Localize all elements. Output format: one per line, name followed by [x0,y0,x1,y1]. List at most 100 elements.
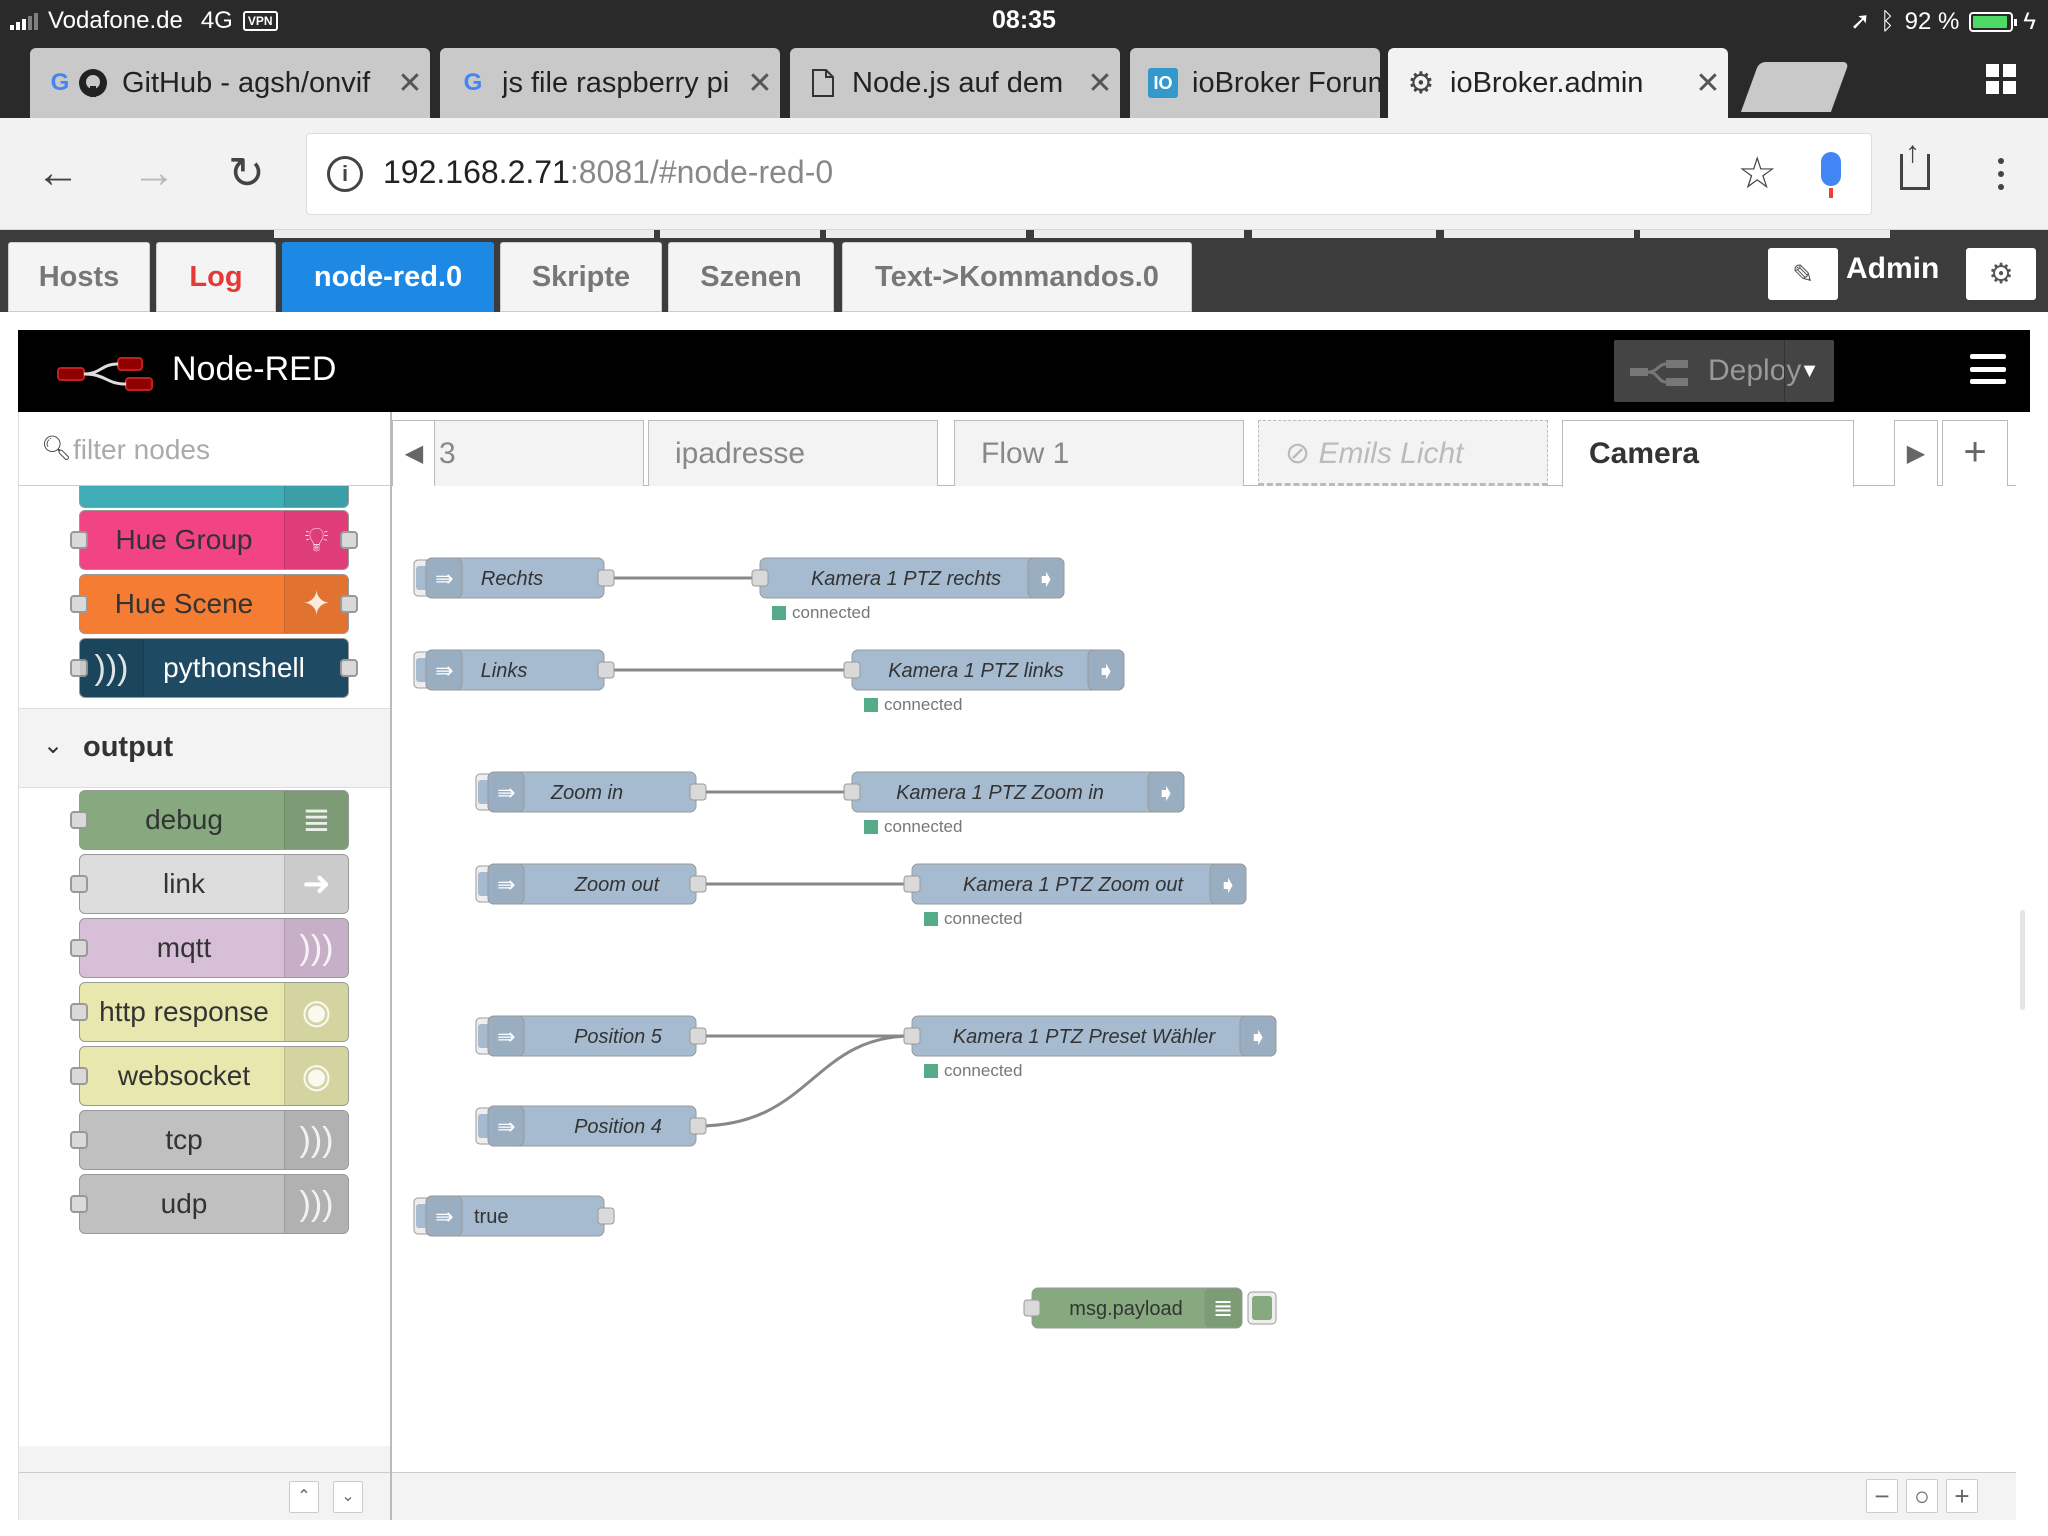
browser-tab-iobroker-admin[interactable]: ⚙ ioBroker.admin ✕ [1388,48,1728,118]
iobroker-tab-szenen[interactable]: Szenen [668,242,834,312]
reload-icon[interactable]: ↻ [228,149,265,198]
deploy-button[interactable]: Deploy ▼ [1614,340,1834,402]
info-icon[interactable]: i [327,156,363,192]
iobroker-tab-node-red[interactable]: node-red.0 [282,242,494,312]
camera-node-rechts[interactable]: ➧ Kamera 1 PTZ rechts connected [751,557,1065,622]
flow-tab-camera[interactable]: Camera [1562,420,1854,487]
close-tab-icon[interactable]: ✕ [397,66,423,100]
inject-node-position-4[interactable]: ⇛ Position 4 [475,1105,707,1147]
filter-nodes-input[interactable]: filter nodes [73,434,210,465]
palette-node-debug[interactable]: debug ≣ [70,790,349,850]
tab-switcher-icon[interactable] [1986,64,2016,94]
node-red-title: Node-RED [172,350,337,388]
scroll-left-icon[interactable]: ◀ [392,420,436,486]
page-scrollbar[interactable] [2020,910,2025,1010]
zoom-out-icon[interactable]: − [1866,1479,1898,1513]
palette-node-partial[interactable] [79,486,349,508]
flow-tab-emils-licht[interactable]: ⊘ Emils Licht [1258,420,1548,486]
inject-icon: ⇛ [497,872,515,897]
inject-node-zoom-in[interactable]: ⇛ Zoom in [475,771,707,813]
inject-node-rechts[interactable]: ⇛ Rechts [413,557,615,599]
globe-icon: ◉ [284,1047,348,1105]
gear-icon: ⚙ [1407,66,1435,100]
user-label: Admin [1846,252,1940,285]
inject-node-links[interactable]: ⇛ Links [413,649,615,691]
palette-node-hue-scene[interactable]: Hue Scene ✦ [70,574,358,634]
palette-category-output[interactable]: ⌄ output [19,708,390,788]
arrow-right-icon: ➧ [1156,780,1176,807]
zoom-reset-icon[interactable]: ○ [1906,1479,1938,1513]
node-label: Kamera 1 PTZ Zoom in [896,782,1104,804]
camera-node-zoom-out[interactable]: ➧ Kamera 1 PTZ Zoom out connected [903,863,1247,928]
add-flow-button[interactable]: + [1942,420,2008,486]
browser-tab-github[interactable]: G GitHub - agsh/onvif ✕ [30,48,430,118]
palette-node-websocket[interactable]: websocket ◉ [70,1046,349,1106]
camera-node-zoom-in[interactable]: ➧ Kamera 1 PTZ Zoom in connected [843,771,1185,836]
palette-node-link[interactable]: link ➜ [70,854,349,914]
more-menu-icon[interactable] [1998,158,2004,190]
flow-tab-ipadresse[interactable]: ipadresse [648,420,938,486]
node-label: Links [481,660,528,682]
deploy-dropdown-icon[interactable]: ▼ [1784,340,1834,402]
zoom-in-icon[interactable]: + [1946,1479,1978,1513]
palette-node-udp[interactable]: udp ))) [70,1174,349,1234]
ios-status-bar: Vodafone.de 4G VPN 08:35 ➚ ᛒ 92 % ϟ [0,0,2048,40]
browser-tab-iobroker-forum[interactable]: IO ioBroker Forum [1130,48,1380,118]
palette-list[interactable]: Hue Group 💡︎ Hue Scene ✦ ))) pythonshell… [19,486,390,1446]
url-text[interactable]: 192.168.2.71:8081/#node-red-0 [383,154,834,190]
clock: 08:35 [992,6,1056,34]
vpn-badge: VPN [242,11,278,31]
flow-canvas[interactable]: ⇛ Rechts ⇛ Links ⇛ Zoom in [392,486,2016,1472]
flow-tab-3[interactable]: 3 [434,420,644,486]
browser-tab-raspberry[interactable]: G js file raspberry pi ✕ [440,48,780,118]
workspace-footer: − ○ + [392,1472,2016,1520]
main-menu-icon[interactable] [1970,354,2006,384]
camera-node-links[interactable]: ➧ Kamera 1 PTZ links connected [843,649,1125,714]
inject-node-position-5[interactable]: ⇛ Position 5 [475,1015,707,1057]
camera-node-preset[interactable]: ➧ Kamera 1 PTZ Preset Wähler connected [903,1015,1277,1080]
arrow-right-icon: ➧ [1096,658,1116,685]
palette-node-tcp[interactable]: tcp ))) [70,1110,349,1170]
github-icon [78,68,108,98]
inject-node-zoom-out[interactable]: ⇛ Zoom out [475,863,707,905]
palette-node-http-response[interactable]: http response ◉ [70,982,349,1042]
palette-node-mqtt[interactable]: mqtt ))) [70,918,349,978]
iobroker-tab-hosts[interactable]: Hosts [8,242,150,312]
close-tab-icon[interactable]: ✕ [1087,66,1113,100]
palette-node-pythonshell[interactable]: ))) pythonshell [70,638,358,698]
iobroker-tab-skripte[interactable]: Skripte [500,242,662,312]
lightbulb-icon: 💡︎ [284,511,348,569]
debug-node-msg-payload[interactable]: ≣ msg.payload [1023,1287,1277,1329]
address-bar[interactable]: i 192.168.2.71:8081/#node-red-0 ☆ [306,133,1872,215]
microphone-icon[interactable] [1821,152,1841,198]
browser-tab-nodejs[interactable]: Node.js auf dem ✕ [790,48,1120,118]
iobroker-tab-text-kommandos[interactable]: Text->Kommandos.0 [842,242,1192,312]
node-label: Kamera 1 PTZ links [888,660,1064,682]
forward-icon[interactable]: → [132,148,176,197]
magic-wand-icon: ✦ [284,575,348,633]
flow-tab-flow-1[interactable]: Flow 1 [954,420,1244,486]
browser-tab-title: js file raspberry pi [502,66,730,99]
node-red-header: Node-RED Deploy ▼ [18,330,2030,412]
expand-all-icon[interactable]: ⌄ [333,1481,363,1513]
close-tab-icon[interactable]: ✕ [747,66,773,100]
palette-filter[interactable]: 🔍︎ filter nodes [19,412,390,486]
collapse-all-icon[interactable]: ⌃ [289,1481,319,1513]
node-label: msg.payload [1069,1298,1182,1320]
palette-node-hue-group[interactable]: Hue Group 💡︎ [70,510,358,570]
edit-button[interactable]: ✎ [1768,248,1838,300]
bookmark-star-icon[interactable]: ☆ [1737,149,1777,198]
share-icon[interactable] [1900,136,1930,190]
scroll-right-icon[interactable]: ▶ [1894,420,1938,486]
inject-node-true[interactable]: ⇛ true [413,1195,615,1237]
node-status: connected [884,817,962,836]
back-icon[interactable]: ← [36,148,80,197]
google-icon: G [50,69,70,96]
iobroker-tab-log[interactable]: Log [156,242,276,312]
new-tab-button[interactable] [1740,62,1850,112]
inject-icon: ⇛ [435,566,453,591]
gear-icon: ⚙ [1988,258,2014,289]
settings-button[interactable]: ⚙ [1966,248,2036,300]
close-tab-icon[interactable]: ✕ [1695,66,1721,100]
google-icon: G [463,69,483,96]
